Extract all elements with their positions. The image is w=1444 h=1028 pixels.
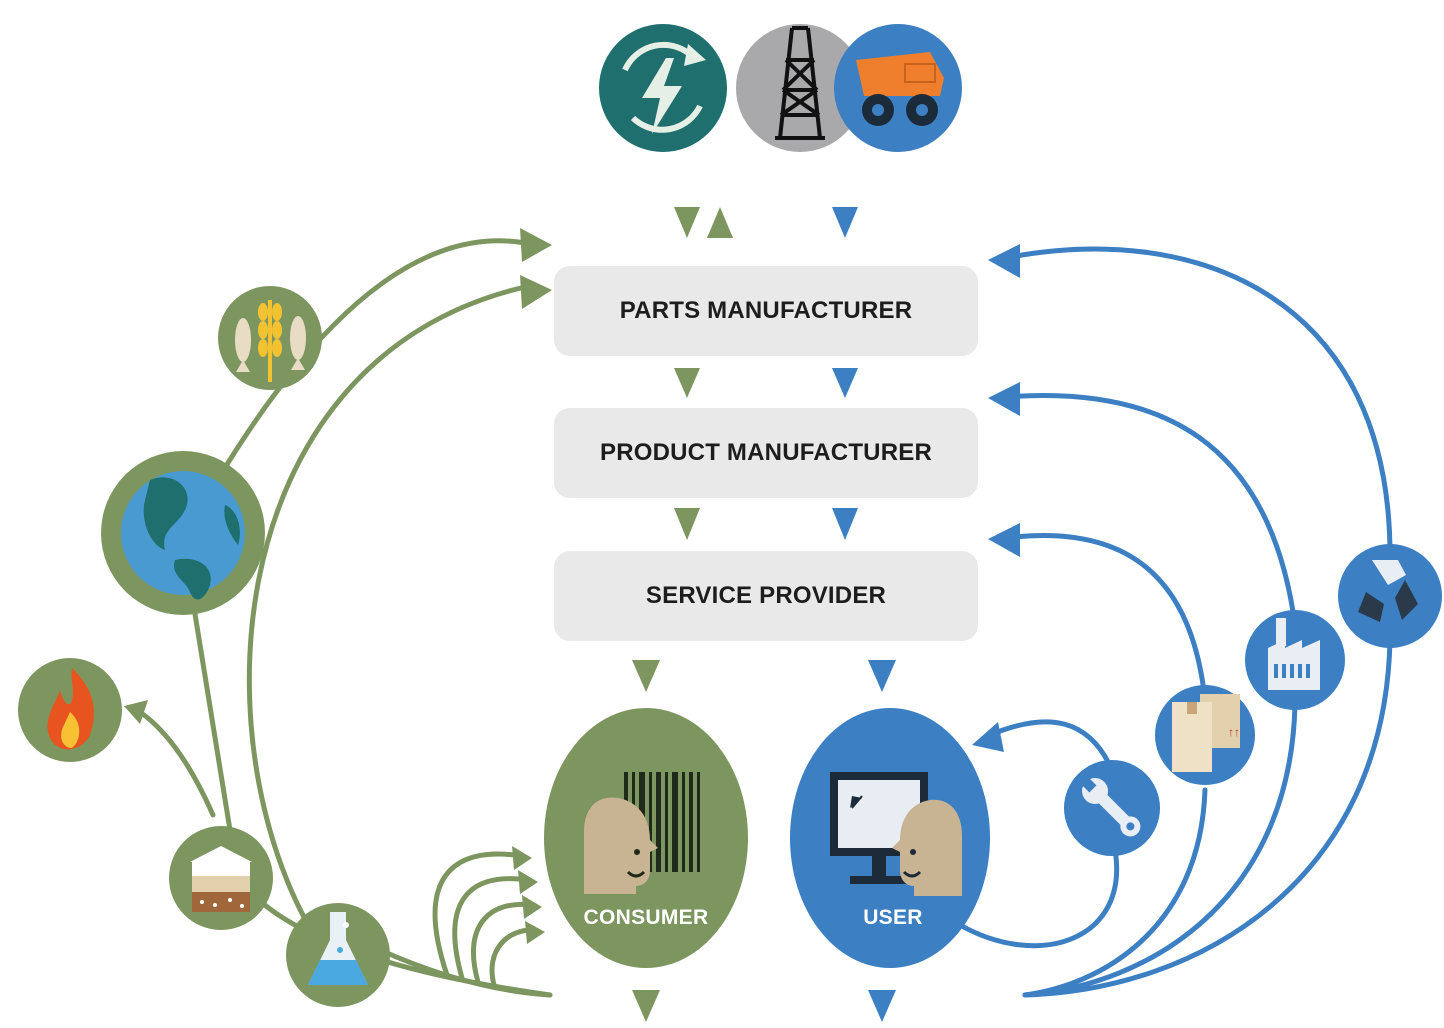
tech-arc-recycle — [1002, 246, 1393, 558]
tri-green-down-3 — [674, 508, 700, 540]
bio-arc-inner — [246, 284, 528, 963]
stage-parts-label: PARTS MANUFACTURER — [619, 297, 913, 324]
mining-truck-icon — [834, 24, 962, 152]
tri-green-up-top — [707, 207, 733, 238]
tri-blue-down-2 — [832, 368, 858, 398]
recycle-icon — [1338, 544, 1442, 648]
stage-parts-manufacturer: PARTS MANUFACTURER — [554, 266, 978, 356]
user-label: USER — [863, 906, 923, 929]
arrowhead-fan-1 — [512, 846, 532, 870]
fire-icon — [18, 658, 122, 762]
user-icon — [790, 708, 990, 968]
tri-green-down-top — [674, 207, 700, 238]
tech-arc-wrench — [987, 719, 1115, 773]
svg-text:↑↑: ↑↑ — [1228, 725, 1240, 739]
consumer-icon — [544, 708, 748, 968]
stage-service-label: SERVICE PROVIDER — [645, 582, 887, 609]
bio-fan-3 — [471, 901, 535, 985]
bio-line-to-fire — [137, 709, 216, 818]
tech-arc-factory — [1002, 392, 1298, 628]
tri-green-down-5 — [632, 990, 660, 1022]
renewable-energy-icon — [599, 24, 727, 152]
tech-arc-boxes — [1002, 533, 1208, 703]
flask-icon — [286, 903, 390, 1007]
technical-flow-lines — [957, 246, 1393, 998]
arrowhead-fan-3 — [522, 895, 542, 919]
arrowhead-fan-2 — [518, 870, 538, 894]
tech-line-wrench-user — [957, 847, 1120, 949]
boxes-icon: ↑↑ — [1155, 685, 1255, 785]
arrowhead-boxes — [988, 523, 1020, 557]
arrowhead-parts-bottom — [520, 275, 552, 309]
tech-line-factory-bottom — [1022, 702, 1298, 998]
tri-green-down-4 — [632, 660, 660, 692]
tech-line-boxes-bottom — [1022, 787, 1208, 998]
stage-product-manufacturer: PRODUCT MANUFACTURER — [554, 408, 978, 498]
technical-arrowheads — [972, 244, 1020, 752]
consumer-label: CONSUMER — [583, 906, 709, 929]
bio-fan-1 — [432, 851, 525, 978]
wrench-icon — [1064, 760, 1160, 856]
tri-green-down-2 — [674, 368, 700, 398]
bio-line-soil-bottom — [237, 877, 553, 998]
stage-service-provider: SERVICE PROVIDER — [554, 551, 978, 641]
globe-icon — [101, 451, 265, 615]
crops-fish-icon — [218, 286, 322, 390]
oil-derrick-icon — [736, 24, 864, 152]
tech-line-recycle-bottom — [1022, 637, 1393, 998]
bio-fan-2 — [452, 876, 531, 981]
arrowhead-fire — [124, 700, 148, 724]
tri-blue-down-3 — [832, 508, 858, 540]
tri-blue-down-5 — [868, 990, 896, 1022]
tri-blue-down-4 — [868, 660, 896, 692]
arrowhead-recycle — [988, 244, 1020, 278]
arrowhead-factory — [988, 382, 1020, 416]
flow-triangles — [632, 207, 896, 1022]
arrowhead-parts-top — [520, 228, 552, 262]
soil-icon — [169, 826, 273, 930]
arrowhead-wrench — [972, 722, 1004, 752]
factory-icon — [1245, 610, 1345, 710]
biological-arrowheads — [124, 228, 552, 944]
bio-arc-outer — [180, 238, 528, 543]
tri-blue-down-top — [832, 207, 858, 238]
bio-line-flask-bottom — [377, 947, 553, 998]
arrowhead-fan-4 — [525, 921, 545, 944]
stage-product-label: PRODUCT MANUFACTURER — [600, 439, 932, 466]
